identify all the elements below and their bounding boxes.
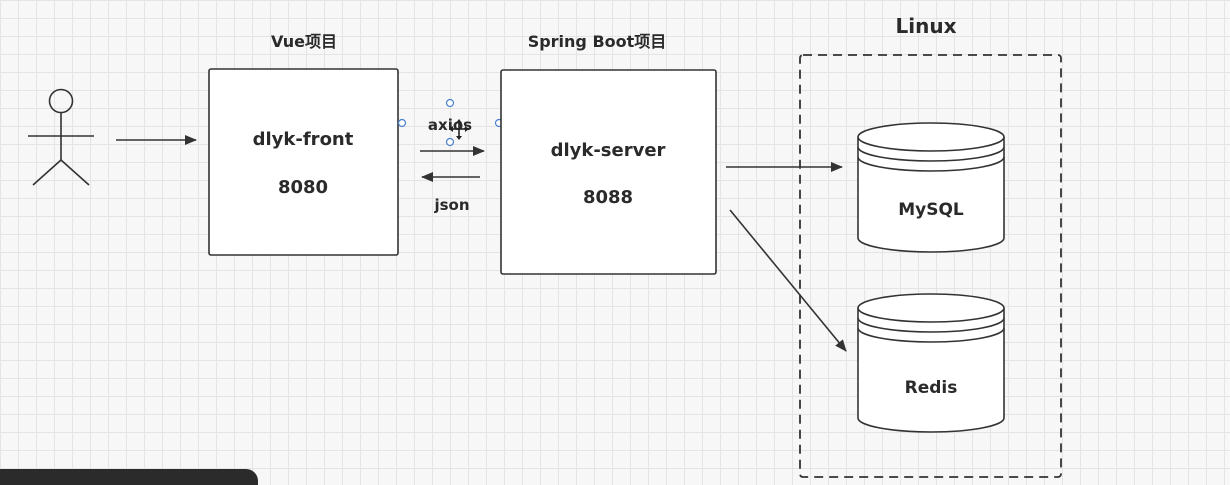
video-overlay-bar [0, 469, 258, 485]
backend-box[interactable] [500, 69, 717, 275]
backend-port: 8088 [583, 187, 633, 208]
frontend-port: 8080 [278, 177, 328, 198]
redis-database[interactable]: Redis [857, 293, 1005, 433]
linux-group-title: Linux [896, 14, 957, 38]
backend-group-title: Spring Boot项目 [528, 32, 667, 51]
mysql-database[interactable]: MySQL [857, 122, 1005, 253]
frontend-name: dlyk-front [253, 129, 354, 150]
mysql-label: MySQL [898, 200, 964, 220]
frontend-group-title: Vue项目 [271, 32, 337, 51]
linux-container[interactable] [799, 54, 1062, 478]
backend-name: dlyk-server [551, 140, 666, 161]
move-cursor-icon [449, 119, 469, 140]
redis-label: Redis [905, 378, 958, 398]
user-actor-icon[interactable] [28, 88, 94, 186]
server-to-redis-arrow[interactable] [729, 209, 847, 352]
frontend-box[interactable] [208, 68, 399, 256]
response-label: json [433, 196, 469, 214]
